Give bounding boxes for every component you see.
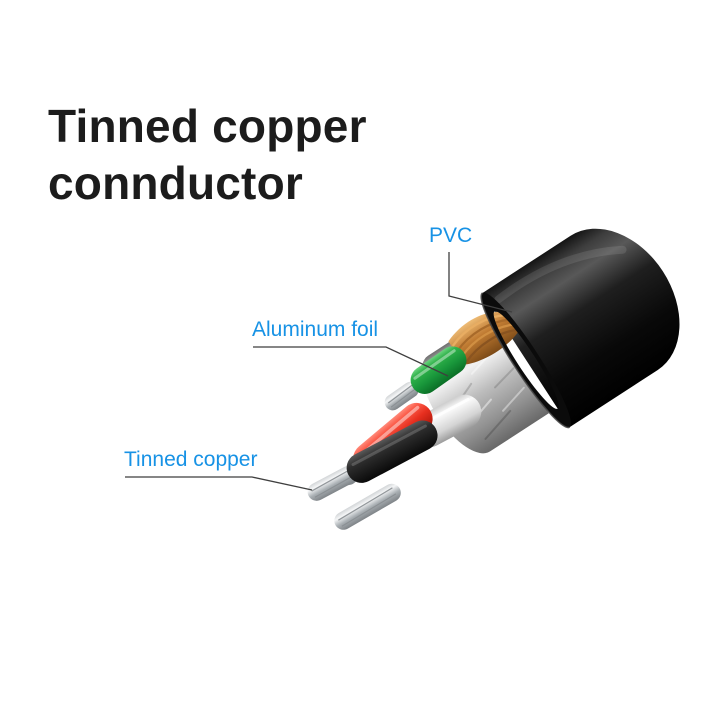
- callout-pvc: PVC: [429, 224, 473, 247]
- tinned-copper-strands-black: [307, 465, 358, 501]
- tinned-copper-strands-green: [384, 381, 419, 411]
- tinned-copper-strands-lower: [334, 483, 401, 530]
- jacket-rim-edge: [480, 292, 571, 429]
- wire-black: [307, 420, 438, 501]
- aluminum-foil-leader-line: [253, 346, 449, 377]
- title-line-2: connductor: [48, 157, 303, 210]
- page-title: Tinned copper connductor: [48, 98, 367, 212]
- callout-aluminum-foil: Aluminum foil: [252, 318, 379, 341]
- cable-assembly: [307, 228, 680, 530]
- cable-jacket: [482, 228, 680, 428]
- copper-braid: [448, 312, 519, 365]
- wire-green: [384, 346, 467, 411]
- callout-tinned-copper: Tinned copper: [124, 448, 258, 471]
- pvc-leader-line: [448, 252, 513, 313]
- jacket-highlight: [494, 245, 627, 304]
- title-line-1: Tinned copper: [48, 100, 367, 152]
- tinned-copper-leader-line: [125, 476, 313, 491]
